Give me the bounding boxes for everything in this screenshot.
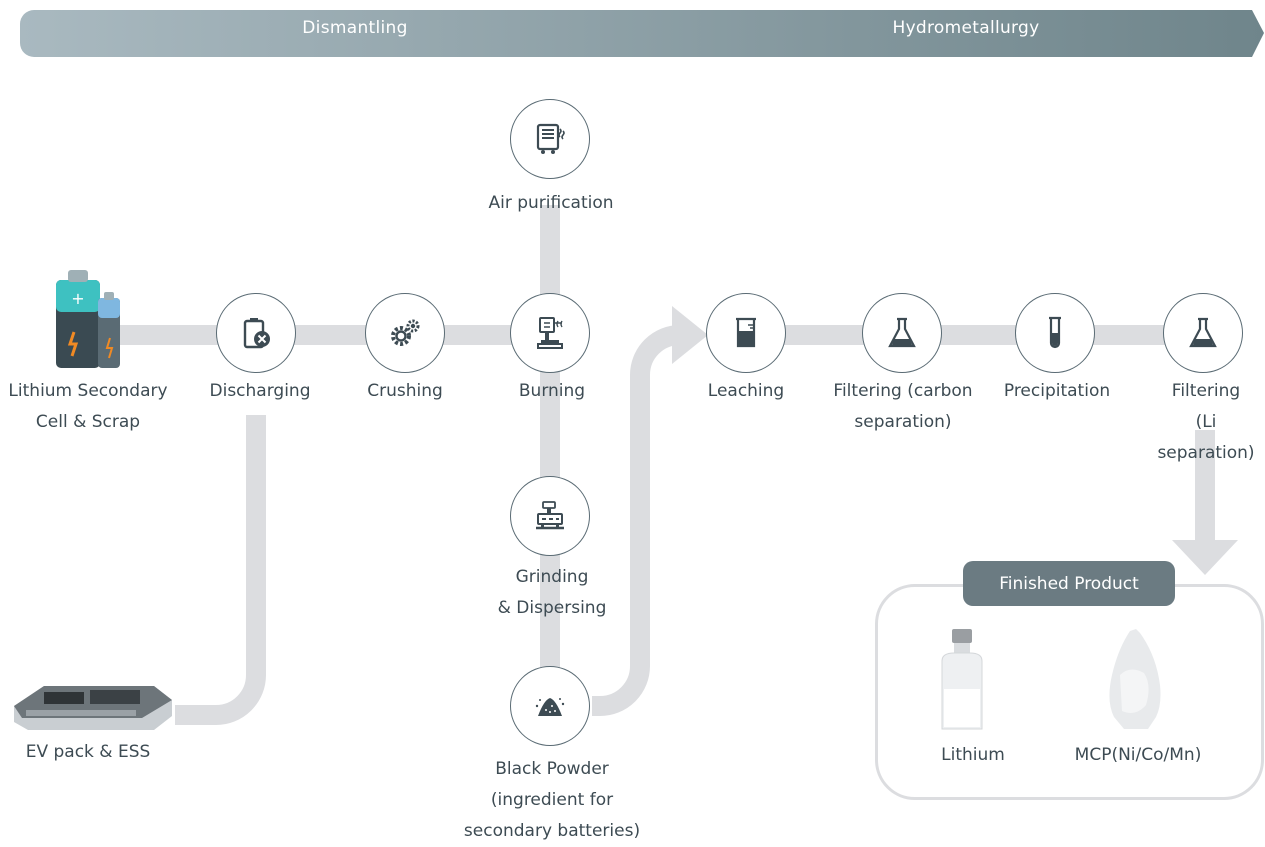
label-discharging: Discharging xyxy=(209,381,311,401)
arrow-to-product xyxy=(1172,540,1238,575)
label-ev-pack: EV pack & ESS xyxy=(25,742,151,762)
label-crushing: Crushing xyxy=(367,381,443,401)
product-lithium-label: Lithium xyxy=(941,745,1005,765)
powder-sample-image xyxy=(1100,625,1170,730)
battery-discharge-icon xyxy=(243,318,270,349)
step-grinding xyxy=(510,476,590,556)
step-crushing xyxy=(365,293,445,373)
battery-icon: + xyxy=(48,262,128,372)
label-burning: Burning xyxy=(518,381,586,401)
flow-lines xyxy=(120,205,1215,725)
svg-text:+: + xyxy=(71,289,84,308)
step-burning xyxy=(510,293,590,373)
label-filtering-carbon: Filtering (carbon separation) xyxy=(833,381,973,432)
powder-pile-icon xyxy=(535,698,565,716)
step-filtering-carbon xyxy=(862,293,942,373)
grinding-machine-icon xyxy=(536,501,564,530)
banner-dismantling: Dismantling xyxy=(302,18,408,38)
flask-icon xyxy=(1189,317,1217,348)
label-precipitation: Precipitation xyxy=(1003,381,1111,401)
step-precipitation xyxy=(1015,293,1095,373)
test-tube-icon xyxy=(1049,316,1061,349)
label-filtering-li: Filtering (Li separation) xyxy=(1157,381,1255,463)
ev-pack-image xyxy=(4,670,176,734)
label-lithium-secondary-cell: Lithium Secondary Cell & Scrap xyxy=(8,381,168,432)
step-filtering-li xyxy=(1163,293,1243,373)
step-leaching xyxy=(706,293,786,373)
arrow-to-leaching xyxy=(672,306,708,364)
label-air-purification: Air purification xyxy=(488,193,614,213)
beaker-icon xyxy=(736,317,756,348)
gears-icon xyxy=(391,319,420,346)
process-banner xyxy=(20,10,1264,57)
step-discharging xyxy=(216,293,296,373)
banner-hydrometallurgy: Hydrometallurgy xyxy=(892,18,1040,38)
flask-icon xyxy=(888,317,916,348)
finished-product-title: Finished Product xyxy=(963,561,1175,606)
step-black-powder xyxy=(510,666,590,746)
label-leaching: Leaching xyxy=(707,381,785,401)
product-mcp-label: MCP(Ni/Co/Mn) xyxy=(1074,745,1202,765)
label-black-powder: Black Powder (ingredient for secondary b… xyxy=(463,759,641,841)
label-grinding: Grinding & Dispersing xyxy=(497,567,607,618)
step-air-purification xyxy=(510,99,590,179)
air-purifier-icon xyxy=(536,123,565,154)
vial-image xyxy=(932,625,992,735)
burner-machine-icon xyxy=(537,317,563,349)
